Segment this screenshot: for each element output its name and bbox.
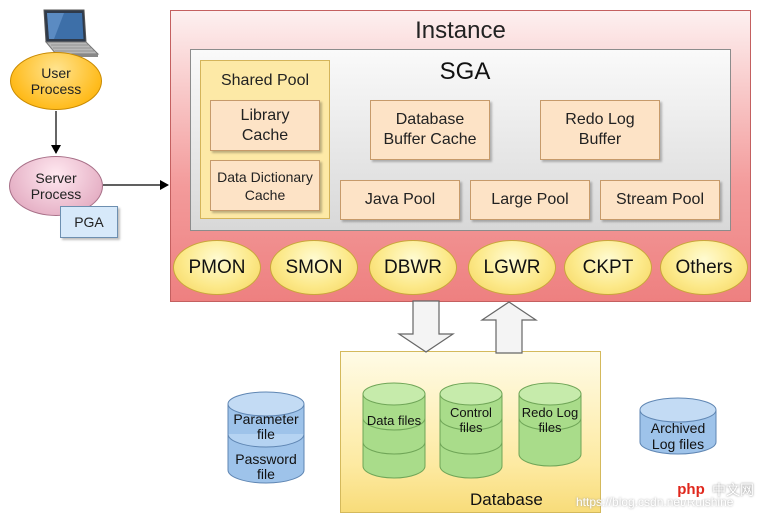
redo-log-buffer-box: Redo Log Buffer: [540, 100, 660, 160]
sga-title: SGA: [439, 58, 491, 85]
archived-log-cylinder-icon: [639, 397, 717, 455]
process-others: Others: [660, 240, 748, 295]
pga-box: PGA: [60, 206, 118, 238]
database-buffer-cache-label: Database Buffer Cache: [383, 111, 477, 148]
data-files-label: Data files: [366, 412, 422, 428]
instance-title: Instance: [415, 17, 506, 44]
down-block-arrow: [397, 300, 455, 353]
redo-log-files-label: Redo Log files: [521, 405, 579, 435]
data-dictionary-cache-box: Data Dictionary Cache: [210, 160, 320, 211]
java-pool-box: Java Pool: [340, 180, 460, 220]
parameter-password-cylinder-icon: [227, 391, 305, 484]
redo-log-buffer-label: Redo Log Buffer: [565, 111, 635, 148]
library-cache-box: Library Cache: [210, 100, 320, 151]
control-files-cylinder-icon: [439, 382, 503, 479]
archived-log-files-label: Archived Log files: [650, 420, 706, 452]
process-dbwr-label: DBWR: [383, 256, 443, 278]
shared-pool-title: Shared Pool: [220, 72, 310, 89]
process-ckpt: CKPT: [564, 240, 652, 295]
process-smon-label: SMON: [285, 256, 343, 278]
process-ckpt-label: CKPT: [582, 256, 634, 278]
data-dictionary-cache-label: Data Dictionary Cache: [217, 168, 313, 203]
database-label: Database: [470, 490, 543, 509]
user-process-label: User Process: [30, 65, 82, 97]
process-smon: SMON: [270, 240, 358, 295]
server-process-label: Server Process: [30, 170, 82, 202]
control-files-label: Control files: [450, 405, 492, 435]
user-process: User Process: [10, 52, 102, 110]
large-pool-label: Large Pool: [491, 191, 569, 208]
parameter-file-label: Parameter file: [233, 411, 299, 442]
stream-pool-box: Stream Pool: [600, 180, 720, 220]
stream-pool-label: Stream Pool: [615, 191, 705, 208]
process-pmon: PMON: [173, 240, 261, 295]
data-files-cylinder-icon: [362, 382, 426, 479]
library-cache-label: Library Cache: [240, 106, 290, 144]
process-pmon-label: PMON: [188, 256, 246, 278]
password-file-label: Password file: [235, 451, 297, 482]
process-lgwr: LGWR: [468, 240, 556, 295]
php-cn-label: 中文网: [712, 482, 754, 498]
process-lgwr-label: LGWR: [483, 256, 541, 278]
pga-label: PGA: [74, 214, 104, 230]
database-buffer-cache-box: Database Buffer Cache: [370, 100, 490, 160]
up-block-arrow: [480, 301, 538, 354]
process-dbwr: DBWR: [369, 240, 457, 295]
php-badge-logo: php: [672, 478, 710, 500]
laptop-icon: [43, 9, 100, 57]
redo-log-files-cylinder-icon: [518, 382, 582, 467]
server-process: Server Process: [9, 156, 103, 216]
large-pool-box: Large Pool: [470, 180, 590, 220]
java-pool-label: Java Pool: [364, 191, 436, 208]
process-others-label: Others: [675, 256, 733, 278]
